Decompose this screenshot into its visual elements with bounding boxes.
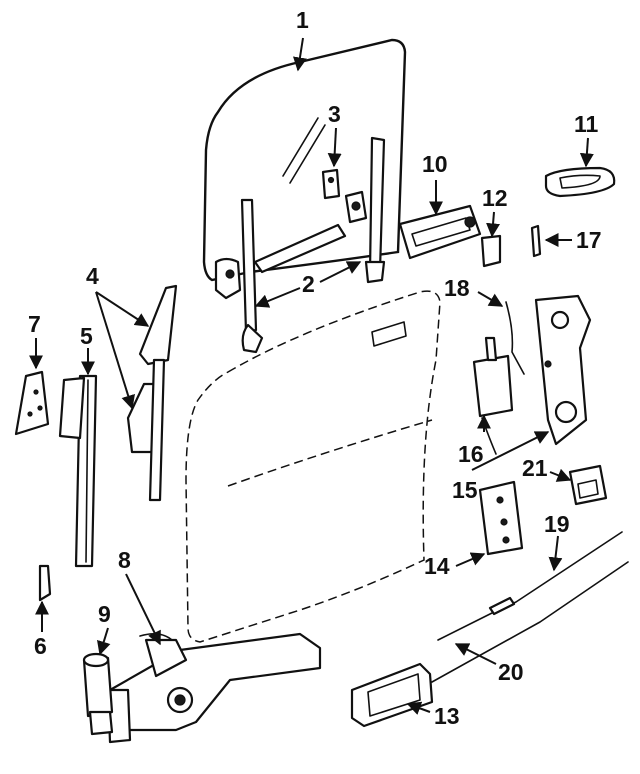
- leader-lines: [29, 37, 594, 715]
- lock-rod-bracket: [480, 234, 502, 268]
- door-striker: [568, 464, 608, 506]
- outside-handle: [544, 166, 616, 198]
- door-shell: [185, 290, 441, 643]
- bracket: [38, 564, 52, 602]
- callout-12: 12: [482, 185, 508, 211]
- inside-handle: [350, 662, 434, 728]
- callout-5: 5: [80, 323, 93, 349]
- callout-6: 6: [34, 633, 47, 659]
- callout-4: 4: [86, 263, 99, 289]
- callout-7: 7: [28, 311, 41, 337]
- callout-18: 18: [444, 275, 470, 301]
- glass-clip: [321, 168, 341, 200]
- door-lock: [534, 294, 592, 446]
- callout-8: 8: [118, 547, 131, 573]
- glass-run-channel: [214, 136, 386, 354]
- vent-glass-frame: [126, 284, 178, 502]
- callout-16: 16: [458, 441, 484, 467]
- callouts: 1 2 3 4 5 6 7 8 9 10 11 12 13 14 15 16 1…: [28, 7, 602, 729]
- callout-21: 21: [522, 455, 548, 481]
- regulator-motor: [82, 652, 114, 736]
- callout-10: 10: [422, 151, 448, 177]
- callout-15: 15: [452, 477, 478, 503]
- lock-rod: [530, 224, 542, 258]
- callout-3: 3: [328, 101, 341, 127]
- remote-cable: [431, 561, 629, 683]
- callout-1: 1: [296, 7, 309, 33]
- division-bar: [58, 374, 98, 568]
- callout-11: 11: [574, 111, 599, 137]
- lock-cable: [437, 531, 623, 641]
- actuator-housing: [478, 480, 524, 556]
- callout-20: 20: [498, 659, 524, 685]
- corner-filler: [14, 370, 50, 436]
- callout-13: 13: [434, 703, 460, 729]
- lock-link-rod: [505, 301, 525, 375]
- lock-cylinder: [398, 204, 482, 260]
- callout-17: 17: [576, 227, 602, 253]
- callout-2: 2: [302, 271, 315, 297]
- callout-9: 9: [98, 601, 111, 627]
- callout-14: 14: [424, 553, 450, 579]
- callout-19: 19: [544, 511, 570, 537]
- window-regulator: [106, 632, 322, 744]
- lock-actuator: [472, 336, 514, 455]
